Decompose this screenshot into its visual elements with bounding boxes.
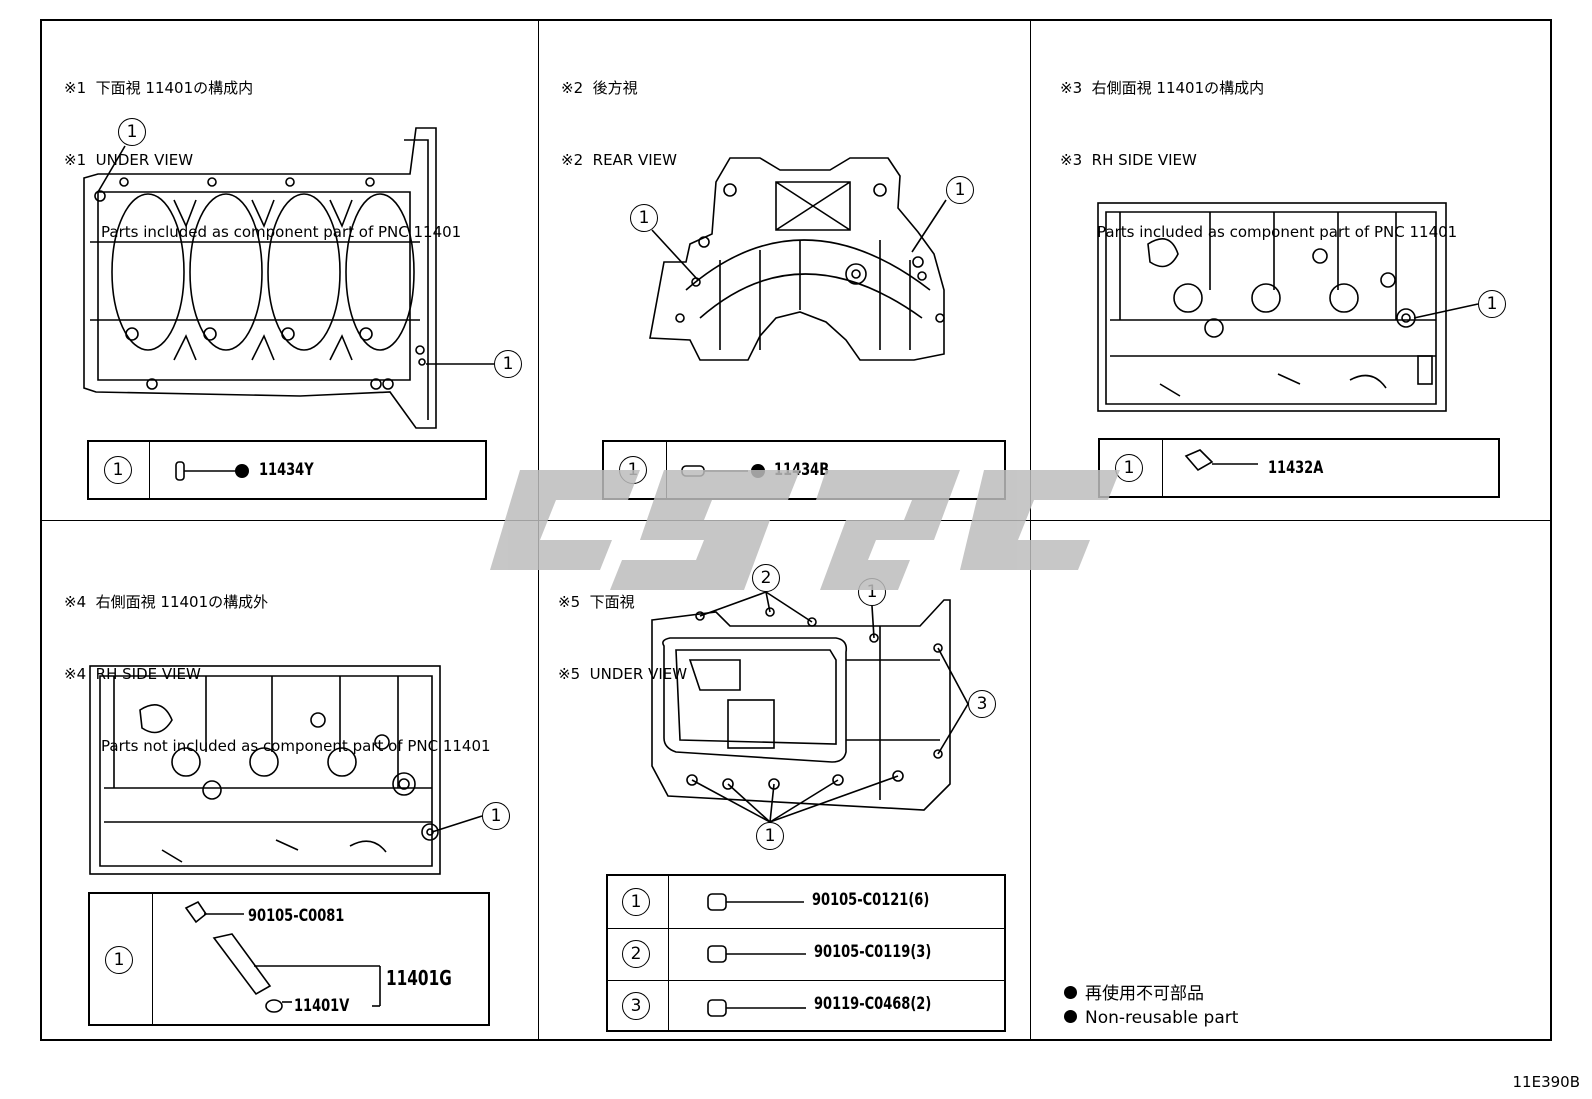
key-1: 1 [619, 456, 647, 484]
parts-table-4: 1 90105-C0081 11401V 11401G [88, 892, 490, 1026]
parts-table-5: 1 2 3 90105-C0121(6) 90105-C0119(3) 9011… [606, 874, 1006, 1032]
key-cell [608, 876, 669, 1030]
callout-1: 1 [756, 822, 784, 850]
callout-1: 1 [946, 176, 974, 204]
callout-3: 3 [968, 690, 996, 718]
key-cell: 1 [89, 442, 150, 498]
key-cell: 1 [604, 442, 667, 498]
leader-lines [97, 145, 1479, 833]
parts-table-2: 1 11434B [602, 440, 1006, 500]
key-cell: 1 [90, 894, 153, 1024]
legend-item-jp: 再使用不可部品 [1064, 982, 1238, 1006]
row-divider [608, 928, 1004, 929]
panel-5-title-jp: ※5 下面視 [558, 593, 635, 611]
block-rear-view-drawing [649, 157, 945, 361]
callout-1: 1 [482, 802, 510, 830]
legend-item-en: Non-reusable part [1064, 1006, 1238, 1030]
panel-3-title-en: ※3 RH SIDE VIEW [1060, 151, 1197, 169]
block-rh-side-view-ext-drawing [89, 665, 441, 875]
parts-table-1: 1 11434Y [87, 440, 487, 500]
part-number[interactable]: 90119-C0468(2) [814, 994, 932, 1014]
part-number-assy[interactable]: 11401G [386, 966, 452, 990]
panel-4-subtitle: Parts not included as component part of … [101, 737, 491, 755]
panel-4-title-en: ※4 RH SIDE VIEW [64, 665, 201, 683]
oil-pan-under-view-drawing [651, 599, 951, 811]
callout-1: 1 [630, 204, 658, 232]
panel-2-title-en: ※2 REAR VIEW [561, 151, 677, 169]
callout-1: 1 [1478, 290, 1506, 318]
panel-5-title-en: ※5 UNDER VIEW [558, 665, 688, 683]
key-cell: 1 [1100, 440, 1163, 496]
panel-1-title-jp: ※1 下面視 11401の構成内 [64, 79, 254, 97]
panel-3-title-jp: ※3 右側面視 11401の構成内 [1060, 79, 1265, 97]
legend-text-jp: 再使用不可部品 [1085, 984, 1204, 1004]
nonreusable-dot-icon [1064, 1009, 1077, 1023]
part-number[interactable]: 90105-C0121(6) [812, 890, 930, 910]
part-number[interactable]: 11434B [774, 460, 830, 480]
key-1: 1 [622, 888, 650, 916]
part-number[interactable]: 90105-C0119(3) [814, 942, 932, 962]
panel-2-caption: ※2 後方視 ※2 REAR VIEW [561, 28, 677, 196]
panel-2-title-jp: ※2 後方視 [561, 79, 638, 97]
part-number[interactable]: 11432A [1268, 458, 1324, 478]
part-sketches [175, 449, 1258, 1017]
block-under-view-drawing [83, 127, 437, 429]
part-number[interactable]: 11434Y [259, 460, 314, 480]
row-divider [608, 980, 1004, 981]
panel-1-subtitle: Parts included as component part of PNC … [101, 223, 462, 241]
parts-table-3: 1 11432A [1098, 438, 1500, 498]
part-number-bolt[interactable]: 90105-C0081 [248, 906, 345, 926]
block-rh-side-view-drawing [1097, 202, 1447, 412]
key-1: 1 [104, 456, 132, 484]
panel-5-caption: ※5 下面視 ※5 UNDER VIEW [558, 542, 687, 710]
key-1: 1 [105, 946, 133, 974]
callout-2: 2 [752, 564, 780, 592]
key-3: 3 [622, 992, 650, 1020]
panel-1-caption: ※1 下面視 11401の構成内 ※1 UNDER VIEW Parts inc… [64, 28, 461, 268]
callout-1: 1 [494, 350, 522, 378]
callout-1: 1 [858, 578, 886, 606]
panel-4-title-jp: ※4 右側面視 11401の構成外 [64, 593, 269, 611]
key-2: 2 [622, 940, 650, 968]
legend-text-en: Non-reusable part [1085, 1008, 1239, 1028]
panel-4-caption: ※4 右側面視 11401の構成外 ※4 RH SIDE VIEW Parts … [64, 542, 491, 782]
part-number-sub[interactable]: 11401V [294, 996, 350, 1016]
panel-1-title-en: ※1 UNDER VIEW [64, 151, 194, 169]
figure-code: 11E390B [1512, 1073, 1581, 1091]
legend: 再使用不可部品 Non-reusable part [1064, 982, 1238, 1030]
key-1: 1 [1115, 454, 1143, 482]
callout-1: 1 [118, 118, 146, 146]
nonreusable-dot-icon [1064, 985, 1077, 999]
